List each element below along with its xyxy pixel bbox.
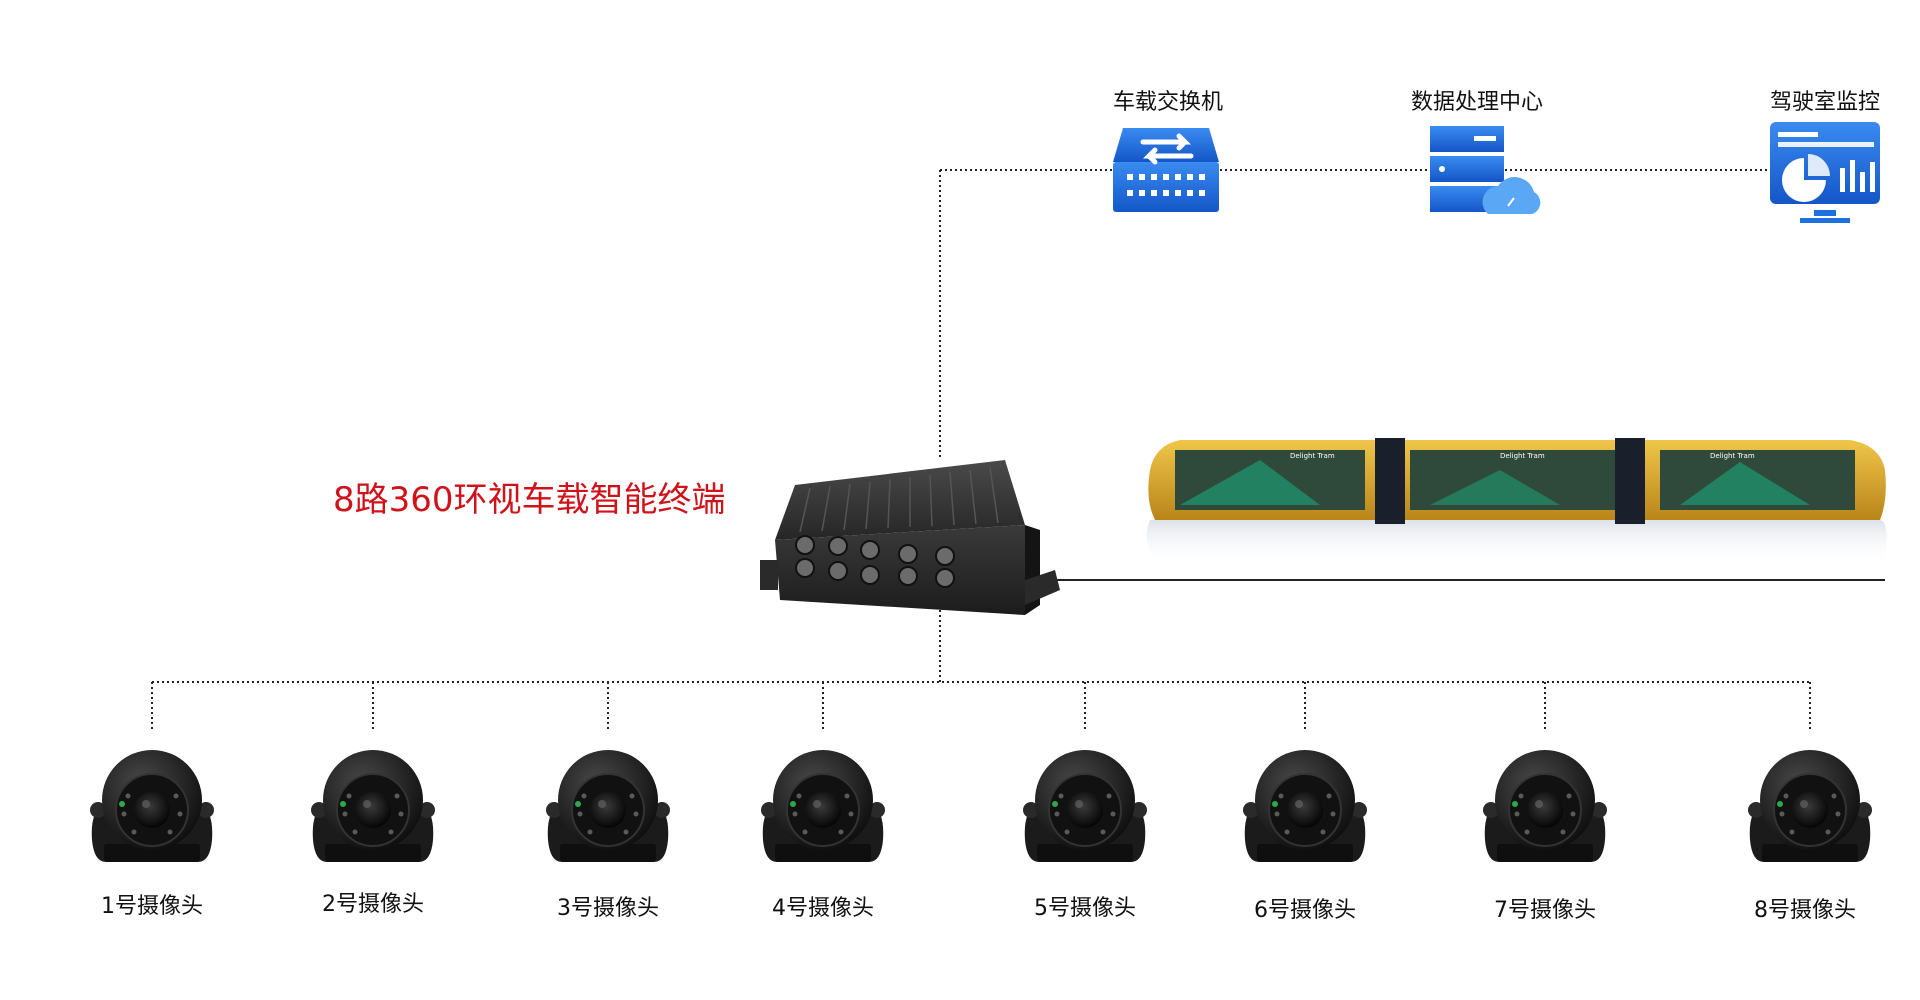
camera-label-5: 5号摄像头 — [1034, 896, 1136, 921]
connection-lines — [151, 169, 1865, 730]
tram-image: Delight Tram Delight Tram Delight Tram — [1146, 438, 1887, 565]
tram-reflection — [1146, 520, 1887, 565]
tram-car-label-1: Delight Tram — [1290, 452, 1335, 460]
tram-joint-2 — [1615, 438, 1645, 524]
camera-2 — [311, 750, 435, 862]
server-cloud-icon — [1430, 126, 1541, 214]
camera-5 — [1023, 750, 1147, 862]
mount-ear-right — [1025, 570, 1060, 605]
port-group — [795, 535, 955, 588]
mount-ear-left — [760, 560, 778, 590]
camera-3 — [546, 750, 670, 862]
camera-label-4: 4号摄像头 — [772, 896, 874, 921]
camera-label-1: 1号摄像头 — [101, 894, 203, 919]
camera-label-8: 8号摄像头 — [1754, 898, 1856, 923]
device-label-cab-monitor: 驾驶室监控 — [1769, 90, 1880, 115]
camera-7 — [1483, 750, 1607, 862]
device-label-data-center: 数据处理中心 — [1410, 90, 1543, 115]
camera-8 — [1748, 750, 1872, 862]
camera-1 — [90, 750, 214, 862]
monitor-dashboard-icon — [1770, 122, 1880, 223]
network-switch-icon — [1113, 128, 1219, 212]
device-label-switch: 车载交换机 — [1112, 90, 1223, 115]
camera-4 — [761, 750, 885, 862]
camera-label-7: 7号摄像头 — [1494, 898, 1596, 923]
tram-car-label-2: Delight Tram — [1500, 452, 1545, 460]
camera-label-3: 3号摄像头 — [557, 896, 659, 921]
tram-joint-1 — [1375, 438, 1405, 524]
camera-label-2: 2号摄像头 — [322, 892, 424, 917]
camera-group — [90, 750, 1872, 862]
camera-label-6: 6号摄像头 — [1254, 898, 1356, 923]
terminal-device — [760, 460, 1060, 615]
terminal-title: 8路360环视车载智能终端 — [333, 480, 726, 520]
terminal-top-face — [775, 460, 1025, 540]
tram-car-label-3: Delight Tram — [1710, 452, 1755, 460]
camera-6 — [1243, 750, 1367, 862]
